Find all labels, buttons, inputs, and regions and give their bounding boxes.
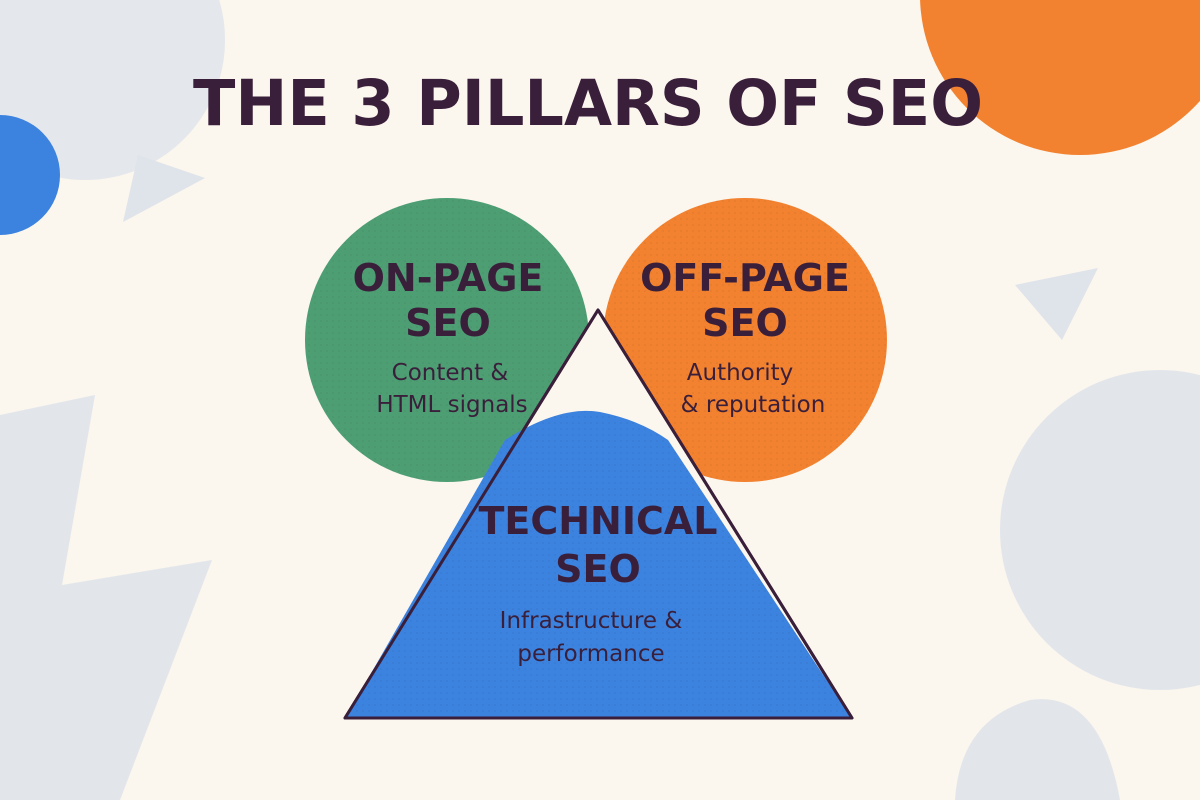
technical-labels: TECHNICAL SEO Infrastructure & performan… [478, 499, 717, 667]
on-page-labels: ON-PAGE SEO Content & HTML signals [353, 256, 544, 418]
off-page-desc-line1: Authority [687, 360, 793, 386]
off-page-heading-line2: SEO [702, 301, 788, 345]
decor-blue-circle-left [0, 115, 60, 235]
decor-grey-triangle-left [123, 155, 205, 222]
technical-desc-line1: Infrastructure & [500, 608, 683, 634]
on-page-heading-line1: ON-PAGE [353, 256, 544, 300]
decor-grey-triangle-right [1015, 268, 1098, 340]
pyramid-stroke [343, 308, 854, 720]
on-page-desc-line2: HTML signals [376, 392, 527, 418]
technical-texture [346, 410, 851, 717]
decor-orange-circle-top-right [920, 0, 1200, 155]
pillar-shapes [305, 198, 887, 720]
technical-heading-line1: TECHNICAL [478, 499, 717, 543]
on-page-texture [305, 198, 589, 482]
decor-grey-arc-bottom [955, 699, 1120, 800]
on-page-desc-line1: Content & [392, 360, 509, 386]
off-page-labels: OFF-PAGE SEO Authority & reputation [640, 256, 850, 418]
off-page-heading-line1: OFF-PAGE [640, 256, 850, 300]
technical-desc-line2: performance [517, 641, 664, 667]
technical-heading-line2: SEO [555, 547, 641, 591]
off-page-texture [603, 198, 887, 482]
on-page-heading-line2: SEO [405, 301, 491, 345]
page-title: THE 3 PILLARS OF SEO [193, 67, 983, 140]
off-page-desc-line2: & reputation [681, 392, 826, 418]
decor-grey-shape-left [0, 395, 212, 800]
decor-grey-circle-top-left [0, 0, 225, 180]
decor-grey-circle-right [1000, 370, 1200, 690]
